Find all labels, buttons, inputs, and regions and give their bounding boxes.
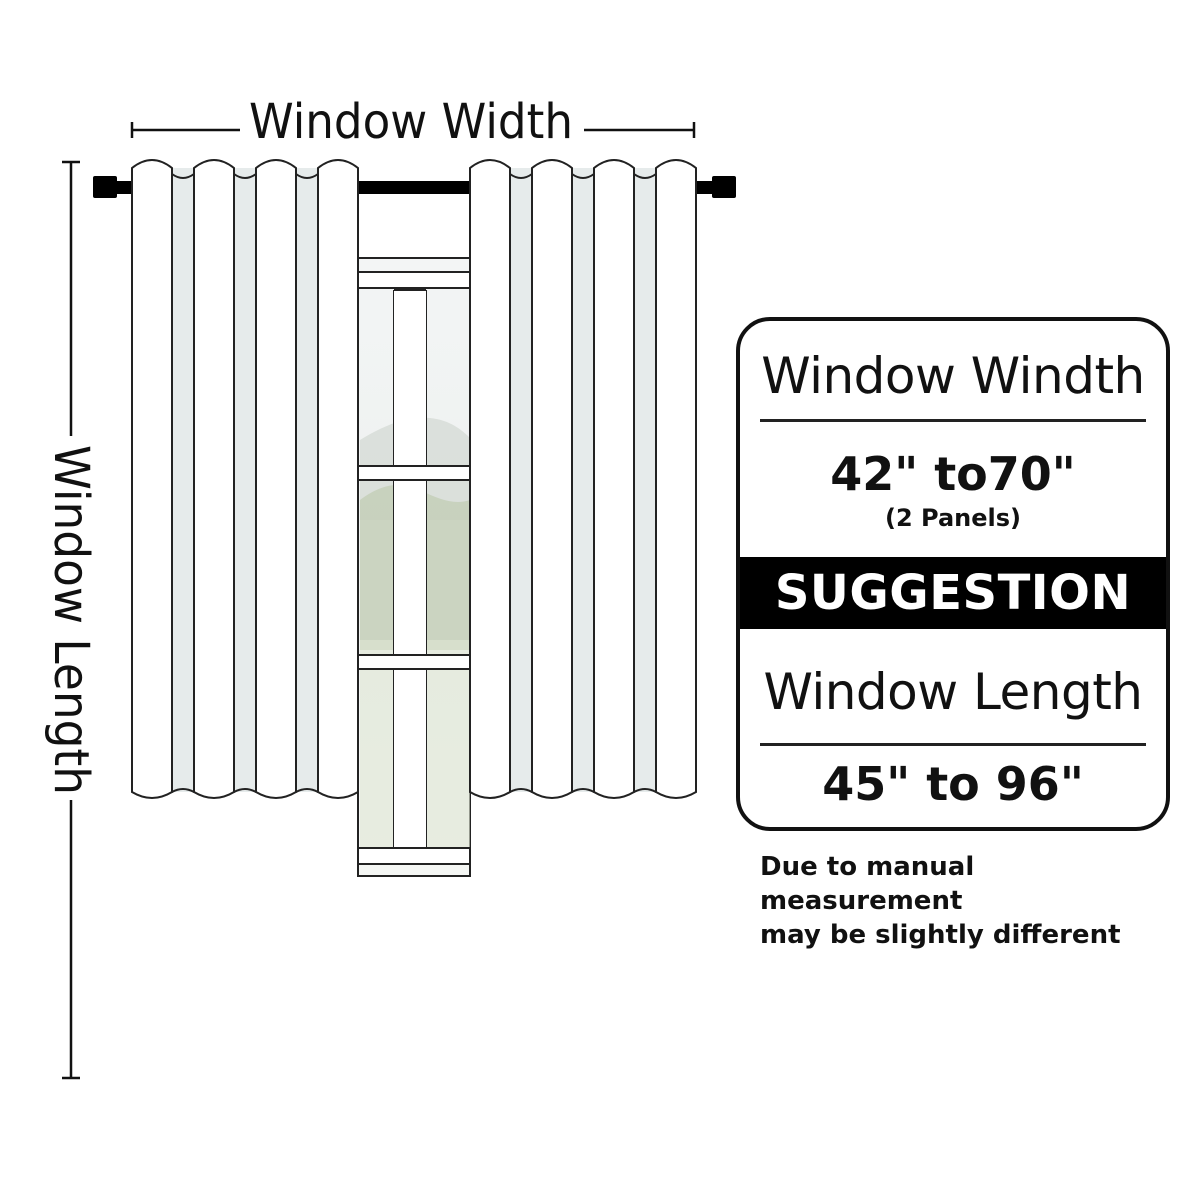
width-dimension: Window Width xyxy=(130,94,696,150)
length-value: 45" to 96" xyxy=(822,757,1084,811)
window-width-label: Window Width xyxy=(249,94,573,150)
curtain-fold-top xyxy=(233,173,257,179)
curtain-fold-top xyxy=(171,173,195,179)
curtain-fold-bottom xyxy=(509,788,533,793)
curtain-fold-bottom xyxy=(233,788,257,793)
measurement-disclaimer: Due to manual measurement may be slightl… xyxy=(760,850,1180,952)
curtain-panel-right xyxy=(469,159,697,799)
curtain-fold-top xyxy=(295,173,319,179)
width-title: Window Windth xyxy=(761,347,1145,405)
disclaimer-line-1: Due to manual measurement xyxy=(760,852,975,916)
width-divider xyxy=(760,419,1146,422)
disclaimer-line-2: may be slightly different xyxy=(760,920,1121,950)
curtain-fold-top xyxy=(633,173,657,179)
width-panels-note: (2 Panels) xyxy=(884,504,1021,532)
suggestion-banner-text: SUGGESTION xyxy=(774,565,1132,621)
window-length-label: Window Length xyxy=(43,445,99,795)
suggestion-banner: SUGGESTION xyxy=(740,557,1166,629)
curtain-fold-bottom xyxy=(571,788,595,793)
curtain-fold-bottom xyxy=(171,788,195,793)
curtain-panel-left xyxy=(131,159,359,799)
curtain-fold-bottom xyxy=(633,788,657,793)
length-divider xyxy=(760,743,1146,746)
window-frame xyxy=(357,257,471,877)
curtain-pleat xyxy=(317,159,359,799)
curtain-pleat xyxy=(531,159,573,799)
curtain-fold-top xyxy=(571,173,595,179)
curtain-fold-top xyxy=(509,173,533,179)
length-title: Window Length xyxy=(763,663,1144,721)
curtain-pleat xyxy=(469,159,511,799)
curtain-pleat xyxy=(593,159,635,799)
curtain-pleat xyxy=(655,159,697,799)
curtain-fold-bottom xyxy=(295,788,319,793)
curtain-pleat xyxy=(131,159,173,799)
length-dimension: Window Length xyxy=(43,160,99,1080)
curtain-pleat xyxy=(255,159,297,799)
width-value: 42" to70" xyxy=(830,447,1076,501)
suggestion-card: Window Windth 42" to70" (2 Panels) SUGGE… xyxy=(736,317,1170,831)
curtain-pleat xyxy=(193,159,235,799)
